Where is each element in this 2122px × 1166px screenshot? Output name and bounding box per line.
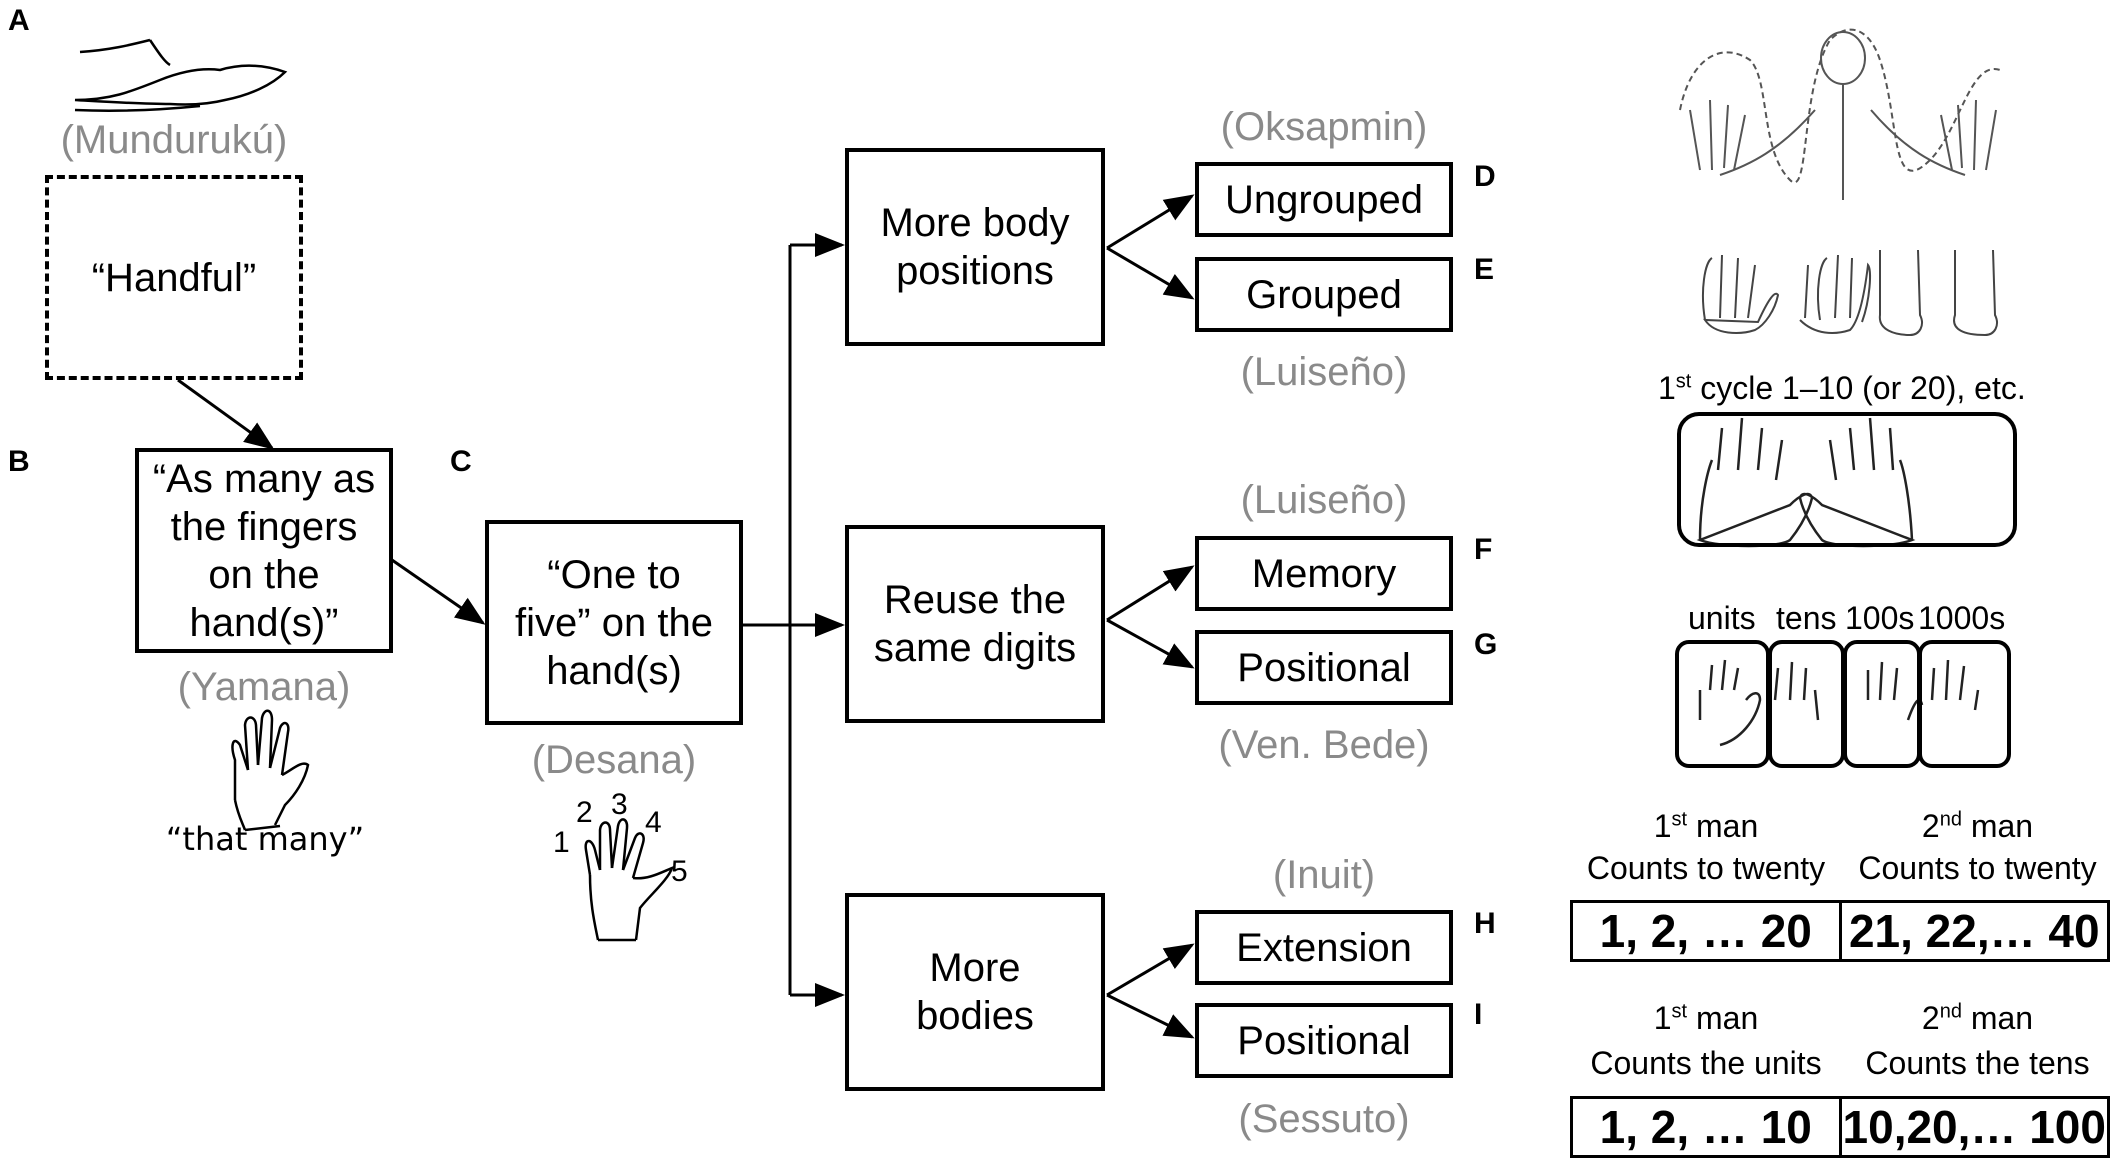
- arrow-to-positional-g: [1106, 618, 1195, 669]
- finger-number-3: 3: [611, 788, 628, 821]
- finger-number-4: 4: [645, 806, 662, 839]
- arrow-to-extension: [1106, 943, 1195, 997]
- label-luiseno-memory: (Luiseño): [1240, 478, 1408, 522]
- grouped-box: Grouped: [1195, 257, 1453, 332]
- reuse-digits-box: Reuse the same digits: [845, 525, 1105, 723]
- table2-left-header: 1st man: [1653, 1000, 1759, 1036]
- label-tens: tens: [1776, 600, 1837, 636]
- cycle-hands-frame: [1677, 412, 2017, 547]
- body-counting-figure-icon: [1679, 28, 2001, 200]
- table2-right-value: 10,20,… 100: [1838, 1099, 2108, 1155]
- one-to-five-box: “One to five” on the hand(s): [485, 520, 743, 725]
- positional-g-box: Positional: [1195, 630, 1453, 705]
- label-1000s: 1000s: [1918, 600, 2006, 636]
- label-inuit: (Inuit): [1272, 853, 1376, 897]
- count-table-1: 1, 2, … 20 21, 22,… 40: [1570, 900, 2110, 962]
- hundreds-frame: [1843, 640, 1921, 768]
- panel-letter-g: G: [1474, 628, 1498, 661]
- table1-right-value: 21, 22,… 40: [1838, 903, 2108, 959]
- panel-letter-d: D: [1474, 160, 1496, 193]
- label-ven-bede: (Ven. Bede): [1218, 723, 1430, 767]
- label-luiseno-grouped: (Luiseño): [1240, 350, 1408, 394]
- panel-letter-c: C: [450, 445, 472, 478]
- raised-hand-icon: [231, 709, 310, 832]
- table2-left-value: 1, 2, … 10: [1599, 1101, 1812, 1153]
- more-bodies-box: More bodies: [845, 893, 1105, 1091]
- count-table-2: 1, 2, … 10 10,20,… 100: [1570, 1096, 2110, 1158]
- table1-left-value: 1, 2, … 20: [1599, 905, 1812, 957]
- table1-left-subheader: Counts to twenty: [1586, 850, 1826, 886]
- panel-letter-i: I: [1474, 998, 1483, 1031]
- extension-box: Extension: [1195, 910, 1453, 985]
- label-oksapmin: (Oksapmin): [1220, 105, 1428, 149]
- label-desana: (Desana): [531, 738, 697, 782]
- label-sessuto: (Sessuto): [1238, 1097, 1410, 1141]
- panel-letter-a: A: [8, 4, 30, 37]
- positional-hands-icon: [1698, 659, 1980, 747]
- arrow-to-grouped: [1106, 246, 1195, 300]
- memory-box: Memory: [1195, 536, 1453, 611]
- table1-left-header: 1st man: [1653, 808, 1759, 844]
- label-yamana: (Yamana): [177, 665, 351, 709]
- more-body-positions-box: More body positions: [845, 148, 1105, 346]
- panel-letter-f: F: [1474, 533, 1493, 566]
- table1-right-header: 2nd man: [1921, 808, 2034, 844]
- thousands-frame: [1918, 640, 2011, 768]
- handful-box: “Handful”: [45, 175, 303, 380]
- table1-right-subheader: Counts to twenty: [1858, 850, 2097, 886]
- positional-i-box: Positional: [1195, 1003, 1453, 1078]
- cycle-caption: 1st cycle 1–10 (or 20), etc.: [1658, 370, 2026, 406]
- hands-and-feet-icon: [1702, 249, 1998, 337]
- panel-letter-e: E: [1474, 253, 1495, 286]
- tens-frame: [1768, 640, 1845, 768]
- two-hands-icon: [1696, 417, 1916, 548]
- as-many-box: “As many as the fingers on the hand(s)”: [135, 448, 393, 653]
- panel-letter-h: H: [1474, 907, 1496, 940]
- label-munduruku: (Mundurukú): [60, 118, 288, 162]
- caption-that-many: “that many”: [165, 820, 365, 858]
- table2-right-header: 2nd man: [1921, 1000, 2034, 1036]
- arrow-to-memory: [1106, 565, 1195, 622]
- finger-number-2: 2: [576, 796, 593, 829]
- arrow-to-ungrouped: [1106, 194, 1195, 250]
- counting-hand-icon: [584, 818, 675, 942]
- units-frame: [1675, 640, 1770, 768]
- open-hand-icon: [74, 38, 288, 113]
- arrow-b-to-c: [391, 558, 486, 625]
- label-100s: 100s: [1845, 600, 1915, 636]
- finger-number-5: 5: [671, 855, 688, 888]
- panel-letter-b: B: [8, 445, 30, 478]
- table2-left-subheader: Counts the units: [1590, 1045, 1822, 1081]
- table2-right-subheader: Counts the tens: [1865, 1045, 2090, 1081]
- arrow-a-to-b: [177, 378, 275, 450]
- label-units: units: [1688, 600, 1756, 636]
- finger-number-1: 1: [553, 826, 570, 859]
- arrow-to-positional-i: [1106, 993, 1195, 1039]
- ungrouped-box: Ungrouped: [1195, 162, 1453, 237]
